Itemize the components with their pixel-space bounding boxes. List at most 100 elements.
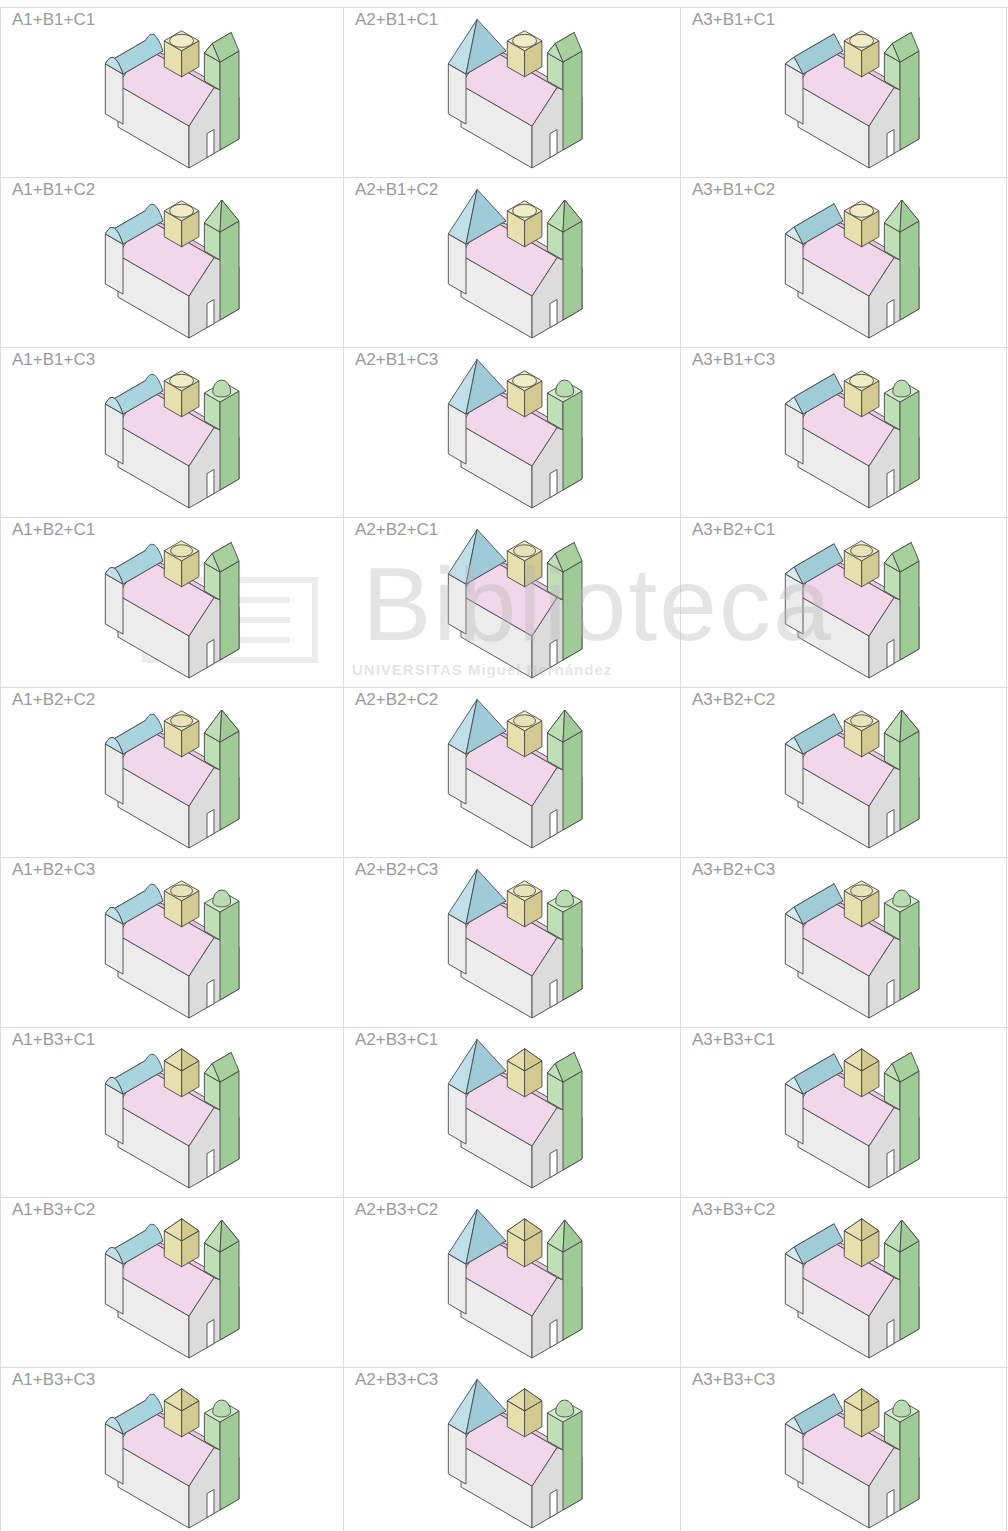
- door: [887, 300, 894, 328]
- tower-c-spire: [884, 1220, 901, 1252]
- annex-barrel-front: [105, 907, 123, 924]
- door: [207, 1490, 214, 1518]
- tower-c-roof: [204, 44, 220, 63]
- annex-gable-roof: [794, 1224, 843, 1264]
- grid-line: [0, 1197, 1008, 1198]
- cell-label: A2+B3+C2: [355, 1201, 438, 1220]
- building-drawing: [105, 200, 239, 338]
- tower-c-side: [563, 51, 582, 150]
- annex-gable-front: [785, 227, 803, 244]
- tower-c-dome: [213, 890, 231, 907]
- tower-b-cylinder: [170, 204, 194, 217]
- tower-c-side: [220, 1241, 239, 1340]
- grid-line: [680, 7, 681, 1531]
- door: [207, 130, 214, 158]
- tower-c-dome: [893, 890, 911, 907]
- tower-b-top: [507, 201, 542, 221]
- annex-spire: [466, 189, 506, 244]
- watermark-text: Biblioteca: [362, 552, 833, 656]
- cell-label: A2+B1+C1: [355, 11, 438, 30]
- tower-b-top: [844, 31, 879, 51]
- tower-c-spire: [563, 710, 582, 742]
- door: [207, 1150, 214, 1178]
- building-drawing: [105, 1219, 239, 1358]
- building-drawing: [105, 541, 239, 678]
- tower-c-side: [900, 1071, 919, 1170]
- grid-line: [0, 1027, 1008, 1028]
- tower-b-top: [507, 881, 542, 901]
- tower-c-side: [900, 1411, 919, 1510]
- door: [887, 640, 894, 668]
- tower-c-side: [220, 901, 239, 1000]
- building-drawing: [448, 699, 582, 848]
- tower-b-top: [164, 541, 199, 561]
- door: [207, 980, 214, 1008]
- tower-b-pyramid: [507, 1219, 524, 1241]
- annex-spire: [466, 869, 506, 924]
- cell-label: A1+B2+C3: [12, 861, 95, 880]
- building-drawing: [785, 31, 919, 168]
- door: [550, 980, 557, 1008]
- cell-label: A1+B1+C3: [12, 351, 95, 370]
- annex-barrel-front: [105, 737, 123, 754]
- building-drawing: [785, 371, 919, 508]
- building-drawing: [105, 1049, 239, 1188]
- tower-c-side: [563, 221, 582, 320]
- door: [550, 300, 557, 328]
- tower-b-cylinder: [850, 204, 874, 217]
- tower-c-spire: [884, 200, 901, 232]
- tower-c-spire: [547, 1220, 564, 1252]
- tower-b-pyramid: [182, 1219, 199, 1241]
- tower-c-roof: [204, 554, 220, 573]
- annex-gable-front: [785, 57, 803, 74]
- tower-c-spire: [884, 710, 901, 742]
- tower-b-top: [507, 711, 542, 731]
- annex-barrel-roof: [105, 1224, 163, 1264]
- annex-barrel-front: [105, 1077, 123, 1094]
- door: [550, 1490, 557, 1518]
- annex-spire: [466, 1039, 506, 1094]
- building-drawing: [785, 200, 919, 338]
- tower-c-side: [220, 1071, 239, 1170]
- annex-gable-front: [785, 1247, 803, 1264]
- grid-line: [1006, 7, 1007, 1531]
- tower-c-spire: [204, 1220, 221, 1252]
- grid-lines: [0, 7, 1008, 1531]
- cell-label: A3+B2+C2: [692, 691, 775, 710]
- tower-b-pyramid: [182, 1049, 199, 1071]
- tower-b-pyramid: [525, 1389, 542, 1411]
- tower-b-cylinder: [171, 545, 193, 557]
- door: [887, 470, 894, 498]
- tower-c-side: [563, 901, 582, 1000]
- cell-label: A1+B2+C1: [12, 521, 95, 540]
- tower-c-side: [563, 1411, 582, 1510]
- annex-barrel-roof: [105, 374, 163, 414]
- building-drawing: [105, 710, 239, 848]
- annex-barrel-front: [105, 397, 123, 414]
- tower-b-top: [844, 881, 879, 901]
- tower-b-top: [507, 371, 542, 391]
- building-drawing: [785, 1049, 919, 1188]
- tower-b-pyramid: [844, 1219, 861, 1241]
- cell-label: A1+B1+C2: [12, 181, 95, 200]
- tower-c-dome: [893, 1400, 911, 1417]
- tower-c-side: [900, 561, 919, 660]
- building-drawing: [105, 371, 239, 508]
- tower-b-pyramid: [507, 1389, 524, 1411]
- tower-c-spire: [220, 200, 239, 232]
- tower-c-side: [220, 731, 239, 830]
- annex-barrel-front: [105, 227, 123, 244]
- grid-line: [0, 177, 1008, 178]
- tower-c-side: [563, 391, 582, 490]
- tower-b-cylinder: [170, 34, 194, 47]
- annex-gable-roof: [794, 204, 843, 244]
- grid-line: [0, 7, 1008, 8]
- tower-c-dome: [556, 380, 574, 397]
- building-drawing: [105, 1389, 239, 1528]
- annex-gable-front: [785, 397, 803, 414]
- annex-barrel-front: [105, 567, 123, 584]
- tower-b-cylinder: [514, 715, 536, 727]
- building-drawing: [448, 189, 582, 338]
